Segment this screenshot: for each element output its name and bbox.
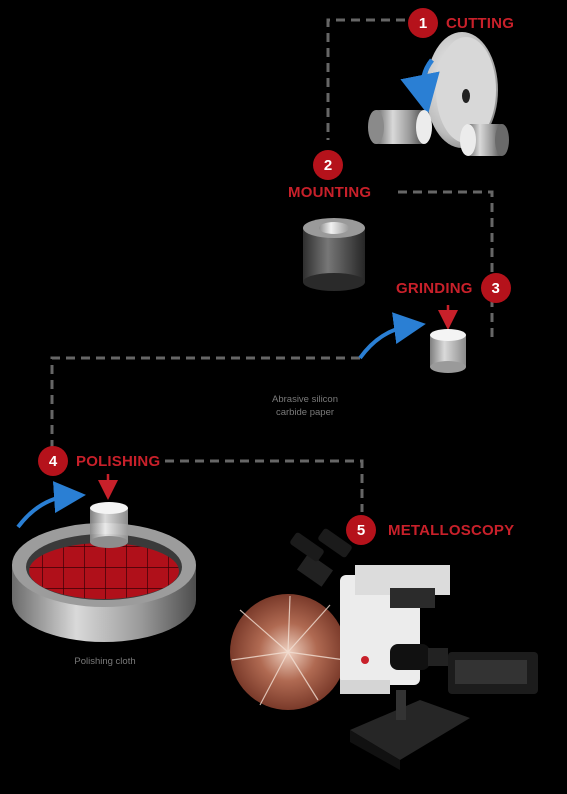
polishing-wheel-icon [12,474,196,642]
connector-lines [50,18,494,512]
step-polishing: 4 POLISHING [38,446,160,476]
grinding-caption-line2: carbide paper [275,407,335,418]
grinding-specimen-icon [358,305,466,373]
step-label: METALLOSCOPY [388,521,515,539]
microstructure-image-icon [230,594,346,710]
grinding-caption-line1: Abrasive silicon [272,394,338,405]
step-grinding: GRINDING 3 [396,273,511,303]
step-mounting: MOUNTING [288,184,371,201]
step-cutting: 1 CUTTING [408,8,514,38]
step-number-badge: 3 [480,273,511,303]
step-number-badge: 2 [313,150,343,180]
step-label: POLISHING [76,452,161,470]
metallurgical-microscope-icon [290,528,538,770]
connector-2-3 [398,190,494,275]
connector-4-5 [165,459,364,512]
step-label: GRINDING [396,279,473,297]
cut-piece-left-icon [368,110,432,144]
step-label: CUTTING [446,14,515,32]
cutting-disc-icon [368,32,509,156]
mounted-sample-icon [303,218,365,291]
polishing-specimen-icon [90,502,128,548]
connector-1-2 [326,18,405,140]
step-number-badge: 1 [408,8,438,38]
step-number-badge: 5 [346,515,376,545]
step-metalloscopy: 5 METALLOSCOPY [346,515,514,545]
step-label: MOUNTING [288,184,372,201]
grinding-caption: Abrasive silicon carbide paper [250,393,360,419]
connector-4-loop [50,356,360,447]
step-number-badge: 4 [38,446,68,476]
cut-piece-right-icon [460,124,509,156]
polishing-caption: Polishing cloth [74,656,136,667]
step-mounting-number: 2 [313,150,343,180]
